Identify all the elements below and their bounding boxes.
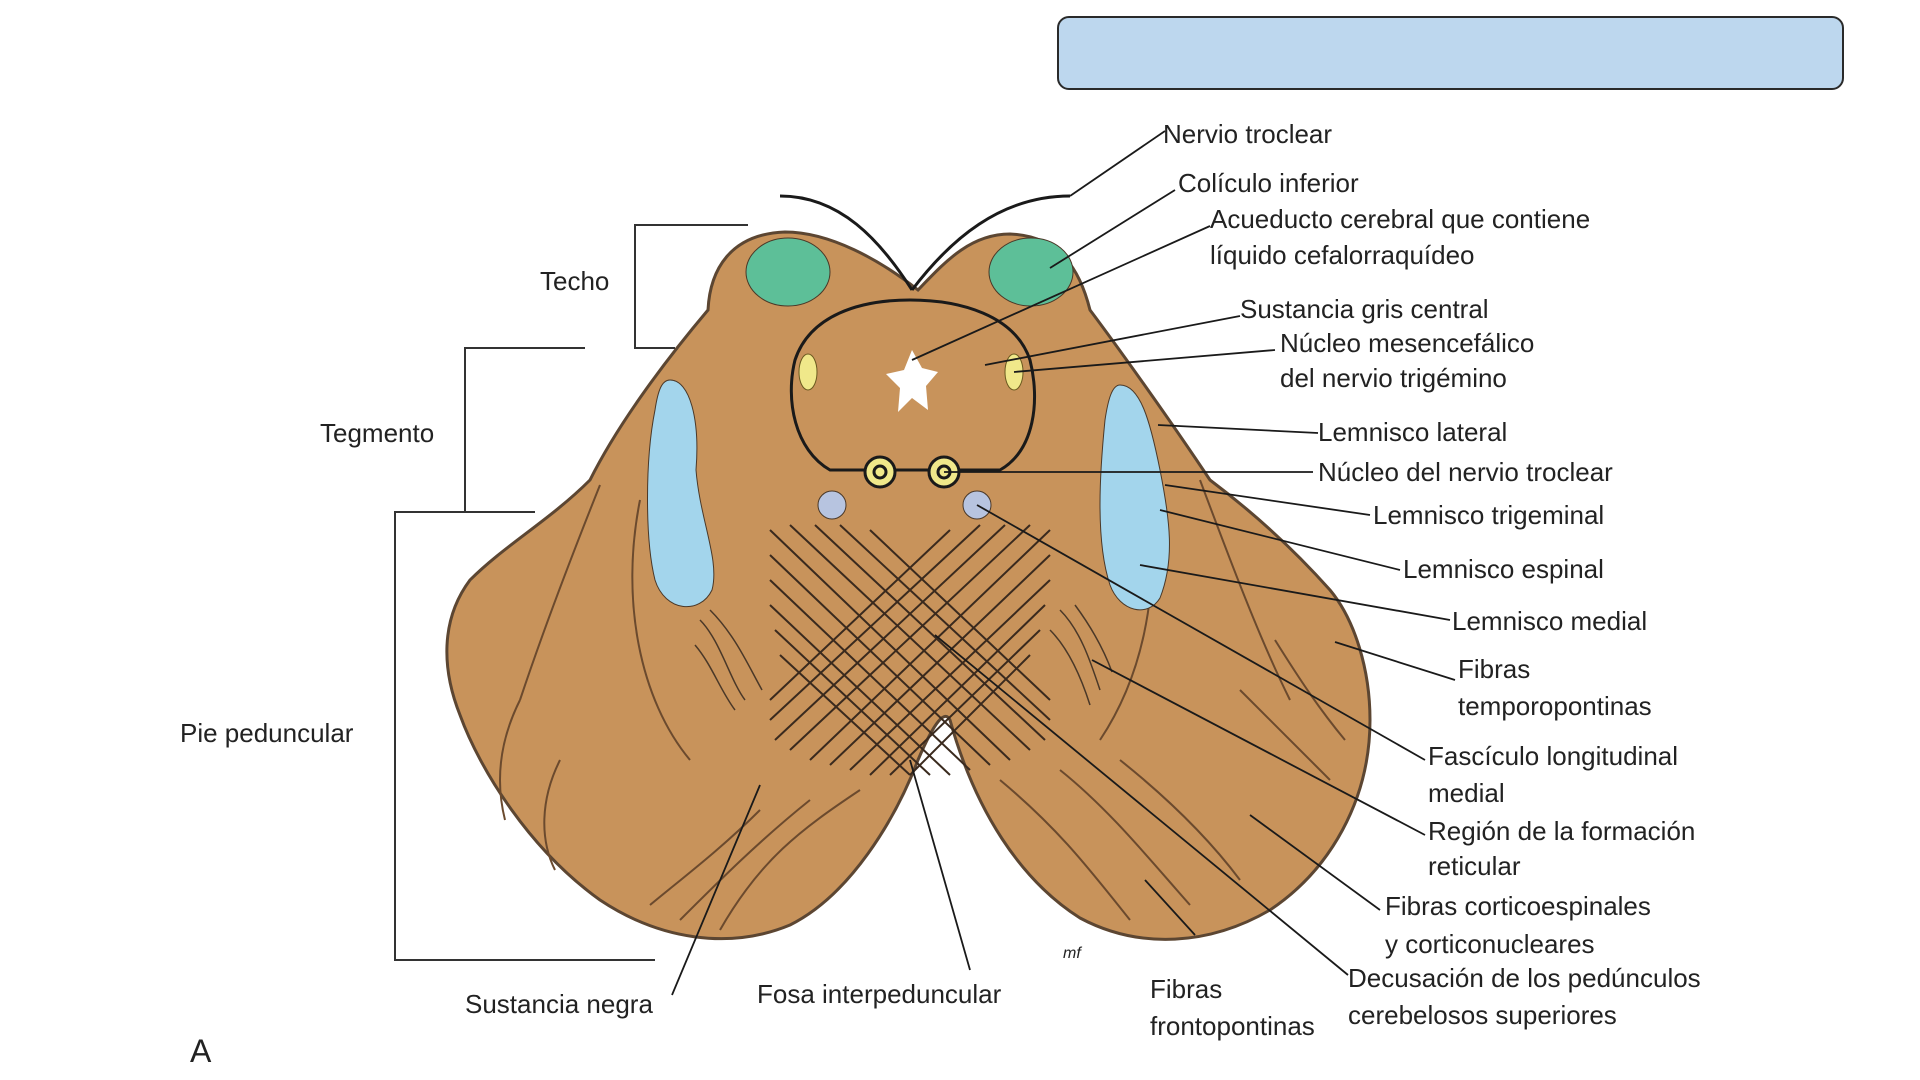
label-tegmento: Tegmento: [320, 418, 434, 448]
label-lemnisco-espinal: Lemnisco espinal: [1403, 554, 1604, 584]
label-acueducto-2: líquido cefalorraquídeo: [1210, 240, 1475, 270]
inferior-colliculus-right: [988, 237, 1074, 307]
label-acueducto-1: Acueducto cerebral que contiene: [1210, 204, 1590, 234]
label-nucleo-mesencefalico-1: Núcleo mesencefálico: [1280, 328, 1534, 358]
label-coliculo-inferior: Colículo inferior: [1178, 168, 1359, 198]
region-brackets: [394, 224, 748, 961]
label-fasciculo-1: Fascículo longitudinal: [1428, 741, 1678, 771]
label-reticular-1: Región de la formación: [1428, 816, 1695, 846]
label-sustancia-gris: Sustancia gris central: [1240, 294, 1489, 324]
label-nucleo-troclear: Núcleo del nervio troclear: [1318, 457, 1613, 487]
structure-labels: Nervio troclear Colículo inferior Acuedu…: [465, 119, 1701, 1041]
mlf-left: [817, 490, 847, 520]
label-fasciculo-2: medial: [1428, 778, 1505, 808]
header-box: [1057, 16, 1844, 90]
label-nervio-troclear: Nervio troclear: [1163, 119, 1332, 149]
label-decusacion-1: Decusación de los pedúnculos: [1348, 963, 1701, 993]
decussation-hatch: [769, 524, 1051, 776]
label-pie-peduncular: Pie peduncular: [180, 718, 354, 748]
label-reticular-2: reticular: [1428, 851, 1521, 881]
label-lemnisco-trigeminal: Lemnisco trigeminal: [1373, 500, 1604, 530]
label-fibras-temporo-2: temporopontinas: [1458, 691, 1652, 721]
lemniscus-right: [1099, 384, 1170, 611]
region-labels: Techo Tegmento Pie peduncular: [180, 266, 609, 748]
label-sustancia-negra: Sustancia negra: [465, 989, 653, 1019]
panel-letter: A: [190, 1033, 212, 1069]
leader-lines: [671, 130, 1456, 996]
label-techo: Techo: [540, 266, 609, 296]
mesencephalic-nucleus-left: [798, 353, 818, 391]
label-nucleo-mesencefalico-2: del nervio trigémino: [1280, 363, 1507, 393]
label-corticoespinales-2: y corticonucleares: [1385, 929, 1595, 959]
label-lemnisco-lateral: Lemnisco lateral: [1318, 417, 1507, 447]
label-decusacion-2: cerebelosos superiores: [1348, 1000, 1617, 1030]
label-lemnisco-medial: Lemnisco medial: [1452, 606, 1647, 636]
trochlear-nerve-lines: [779, 194, 1071, 291]
label-fronto-1: Fibras: [1150, 974, 1222, 1004]
label-fosa: Fosa interpeduncular: [757, 979, 1002, 1009]
label-corticoespinales-1: Fibras corticoespinales: [1385, 891, 1651, 921]
cerebral-aqueduct: [886, 350, 938, 412]
illustrator-signature: mf: [1063, 945, 1082, 962]
midbrain-section: [445, 194, 1372, 941]
lemniscus-left: [647, 379, 715, 607]
label-fibras-temporo-1: Fibras: [1458, 654, 1530, 684]
label-fronto-2: frontopontinas: [1150, 1011, 1315, 1041]
inferior-colliculus-left: [745, 237, 831, 307]
substantia-nigra-marks: [694, 604, 1113, 711]
